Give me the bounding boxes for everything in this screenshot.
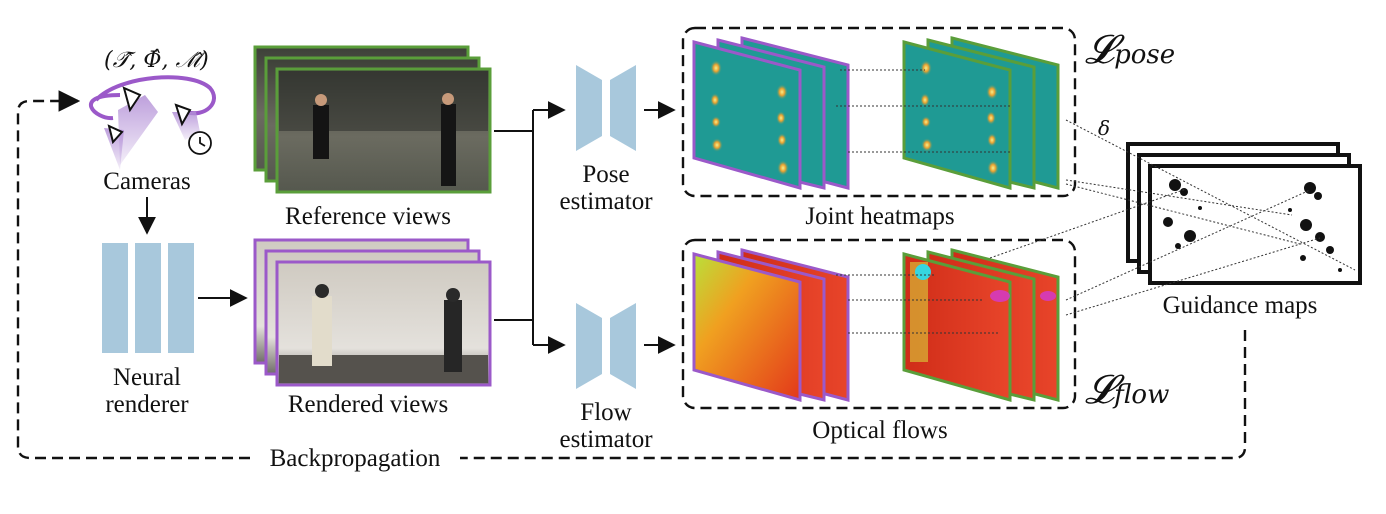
flow-correspondence-lines bbox=[836, 274, 998, 334]
backprop-loop bbox=[16, 101, 1247, 460]
flows-rendered-stack bbox=[692, 248, 850, 402]
guidance-connection-lines bbox=[989, 119, 1356, 316]
heatmaps-reference-stack bbox=[902, 36, 1060, 190]
delta-label: δ bbox=[1098, 116, 1111, 140]
flow-loss-subscript: flow bbox=[1114, 380, 1170, 410]
person-figure bbox=[441, 104, 456, 186]
guidance-speckles bbox=[1163, 179, 1342, 272]
pose-estimator-label-1: Pose bbox=[582, 161, 630, 188]
pose-loss-subscript: pose bbox=[1114, 40, 1176, 70]
rendered-views-stack bbox=[253, 238, 492, 387]
neural-renderer-label-1: Neural bbox=[112, 364, 182, 391]
pose-estimator-label-2: estimator bbox=[559, 188, 653, 215]
cameras-label: Cameras bbox=[103, 168, 191, 195]
pose-estimator-block bbox=[576, 65, 636, 151]
heatmap-joint-spots bbox=[710, 60, 999, 176]
clock-icon bbox=[188, 131, 212, 155]
branch-connectors bbox=[494, 101, 566, 354]
neural-renderer-block bbox=[102, 243, 194, 353]
person-figure bbox=[312, 296, 332, 366]
flow-estimator-label-1: Flow bbox=[580, 399, 632, 426]
camera-icon bbox=[107, 86, 192, 145]
optical-flows-label: Optical flows bbox=[812, 417, 948, 444]
cameras-group bbox=[88, 75, 216, 170]
person-figure bbox=[313, 105, 329, 159]
optical-flows-box bbox=[681, 238, 1077, 410]
backpropagation-label: Backpropagation bbox=[250, 445, 460, 472]
flows-reference-stack bbox=[902, 248, 1060, 402]
joint-heatmaps-label: Joint heatmaps bbox=[805, 203, 955, 230]
neural-renderer-label-2: renderer bbox=[105, 391, 189, 418]
camera-trajectory-arc bbox=[88, 75, 216, 121]
person-figure bbox=[444, 300, 462, 372]
guidance-maps-stack bbox=[1126, 142, 1362, 285]
reference-views-stack bbox=[253, 45, 492, 194]
flow-estimator-label-2: estimator bbox=[559, 426, 653, 453]
flow-estimator-block bbox=[576, 303, 636, 389]
camera-params-label: (𝒯̂, Φ̂, ℳ̂) bbox=[104, 48, 209, 73]
pose-loss-symbol: 𝓛 bbox=[1085, 27, 1115, 73]
joint-heatmaps-box bbox=[681, 26, 1077, 198]
pose-loss-label: 𝓛pose bbox=[1085, 28, 1175, 77]
flow-loss-label: 𝓛flow bbox=[1085, 368, 1169, 417]
flow-loss-symbol: 𝓛 bbox=[1085, 367, 1115, 413]
rendered-views-label: Rendered views bbox=[287, 391, 449, 418]
reference-views-label: Reference views bbox=[285, 203, 451, 230]
heatmaps-rendered-stack bbox=[692, 36, 850, 190]
guidance-maps-label: Guidance maps bbox=[1162, 292, 1318, 319]
heatmap-correspondence-lines bbox=[836, 69, 1010, 153]
